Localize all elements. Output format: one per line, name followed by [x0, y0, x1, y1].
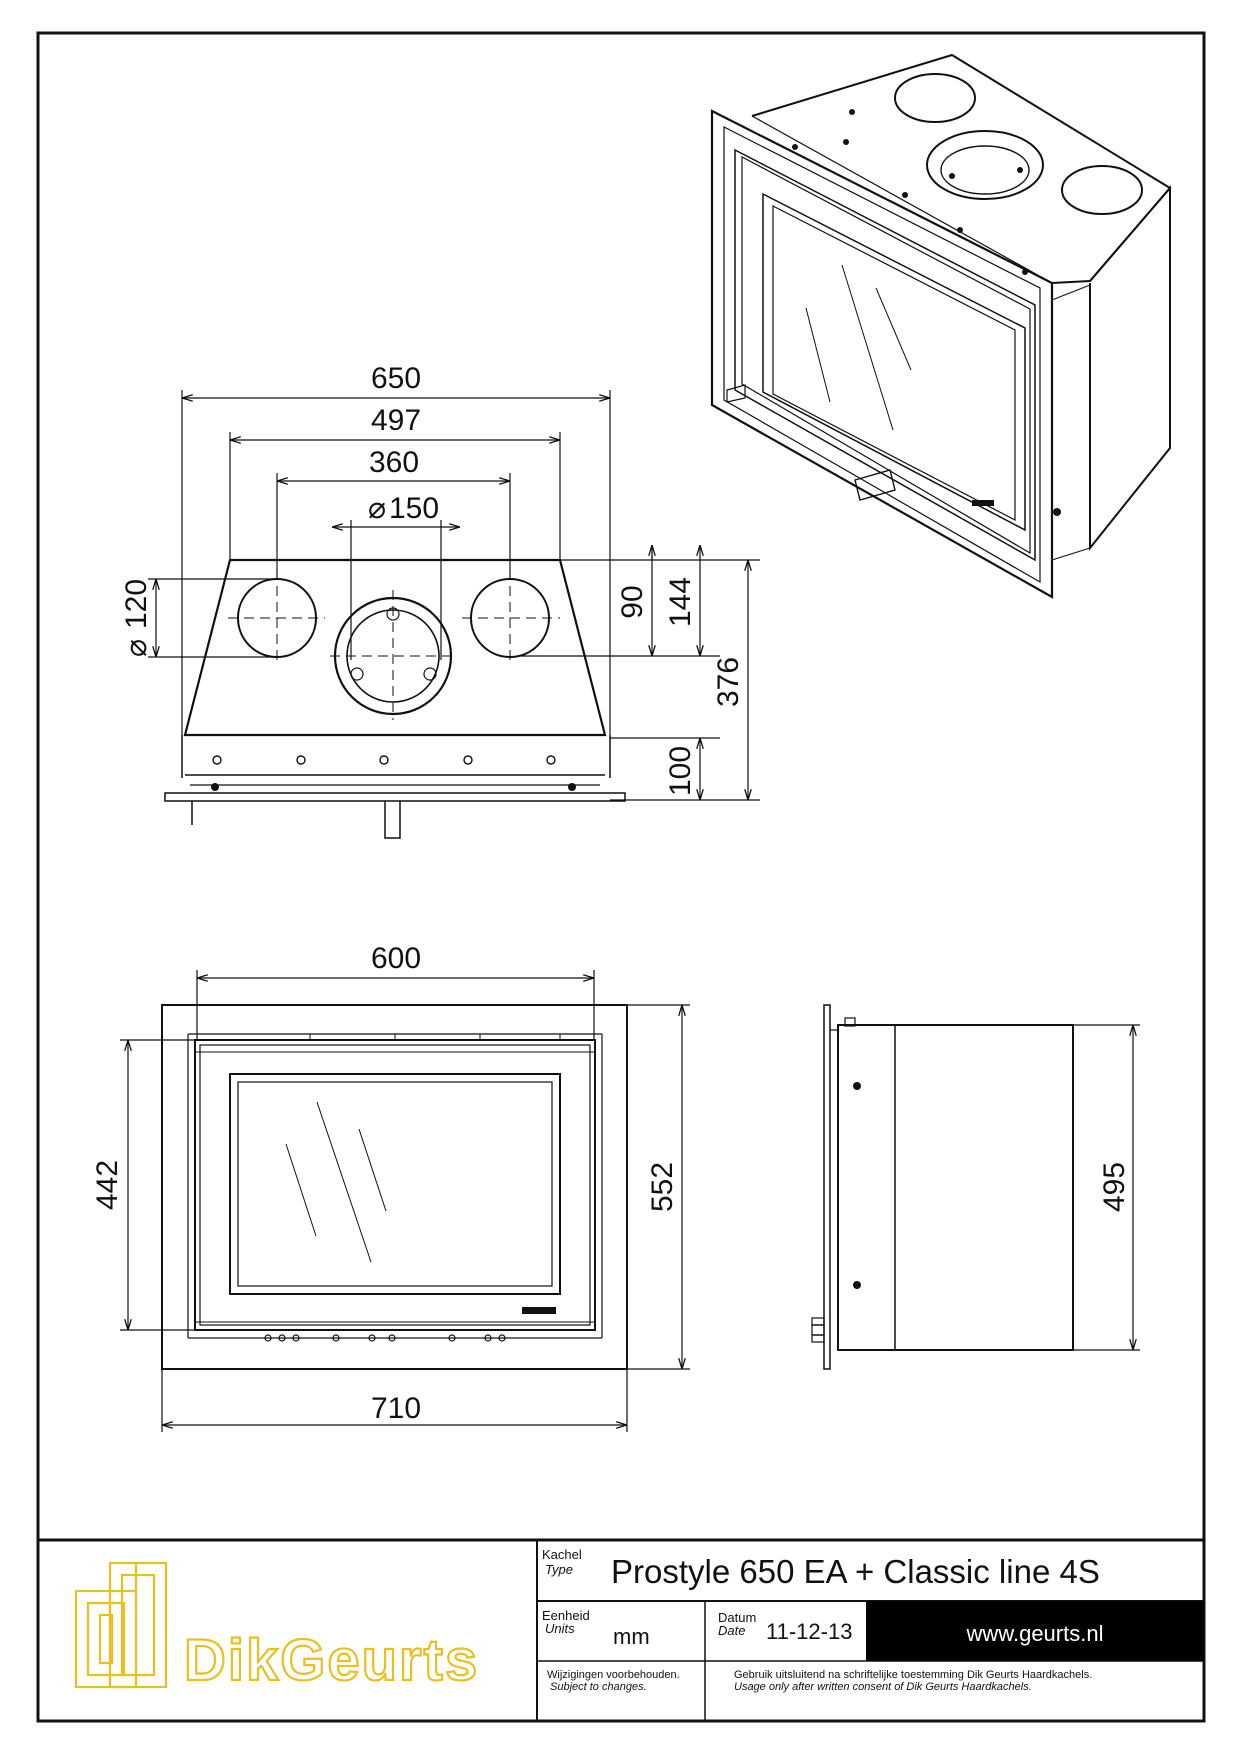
side-view-dimension-lines — [1073, 1024, 1140, 1351]
isometric-brand-mark — [972, 500, 994, 506]
dim-360: 360 — [369, 446, 419, 479]
dim-144: 144 — [664, 577, 697, 627]
dim-150: 150 — [389, 492, 439, 525]
type-label: Type — [545, 1562, 573, 1577]
dim-90: 90 — [616, 585, 649, 618]
changes-en: Subject to changes. — [550, 1681, 647, 1693]
dim-552: 552 — [646, 1162, 679, 1212]
isometric-bolts — [792, 109, 1061, 516]
units-label: Units — [545, 1621, 575, 1636]
date-value: 11-12-13 — [766, 1619, 852, 1644]
dik-geurts-logo — [74, 1561, 168, 1689]
date-label: Date — [718, 1623, 745, 1638]
front-view-bottom-bolts — [264, 1334, 506, 1342]
title-block — [38, 1538, 1204, 1721]
top-view — [164, 558, 626, 839]
datum-label: Datum — [718, 1610, 756, 1625]
sheet-border — [36, 31, 1206, 1723]
dim-495: 495 — [1098, 1162, 1131, 1212]
diameter-symbol: ⌀ — [368, 492, 386, 525]
front-view-dimension-lines — [120, 970, 690, 1432]
dim-710: 710 — [371, 1392, 421, 1425]
consent-nl: Gebruik uitsluitend na schriftelijke toe… — [734, 1669, 1092, 1681]
top-view-dimension-texts: 650 497 360 ⌀ 150 90 144 376 100 120 ⌀ — [120, 362, 745, 796]
front-view-dimension-texts: 600 710 442 552 — [91, 942, 679, 1425]
top-view-centerlines — [228, 570, 560, 720]
top-view-screws — [211, 783, 576, 791]
side-view-screws — [853, 1082, 861, 1289]
top-view-bolts — [212, 755, 556, 765]
dim-650: 650 — [371, 362, 421, 395]
dim-442: 442 — [91, 1160, 124, 1210]
dim-100: 100 — [664, 746, 697, 796]
front-brand-mark — [522, 1307, 556, 1314]
dim-120: 120 — [120, 579, 153, 629]
units-value: mm — [613, 1624, 650, 1649]
kachel-label: Kachel — [542, 1547, 582, 1562]
website-link[interactable]: www.geurts.nl — [966, 1621, 1104, 1646]
dim-497: 497 — [371, 404, 421, 437]
dim-376: 376 — [712, 657, 745, 707]
consent-en: Usage only after written consent of Dik … — [734, 1681, 1032, 1693]
isometric-view — [710, 53, 1172, 599]
top-view-dimension-lines — [148, 390, 760, 801]
product-name: Prostyle 650 EA + Classic line 4S — [611, 1553, 1100, 1590]
eenheid-label: Eenheid — [542, 1608, 590, 1623]
diameter-symbol-120: ⌀ — [120, 639, 153, 657]
logo-text: DikGeurts — [184, 1628, 479, 1693]
changes-nl: Wijzigingen voorbehouden. — [547, 1669, 680, 1681]
dim-600: 600 — [371, 942, 421, 975]
front-view — [161, 1004, 628, 1370]
side-view — [811, 1004, 1074, 1370]
